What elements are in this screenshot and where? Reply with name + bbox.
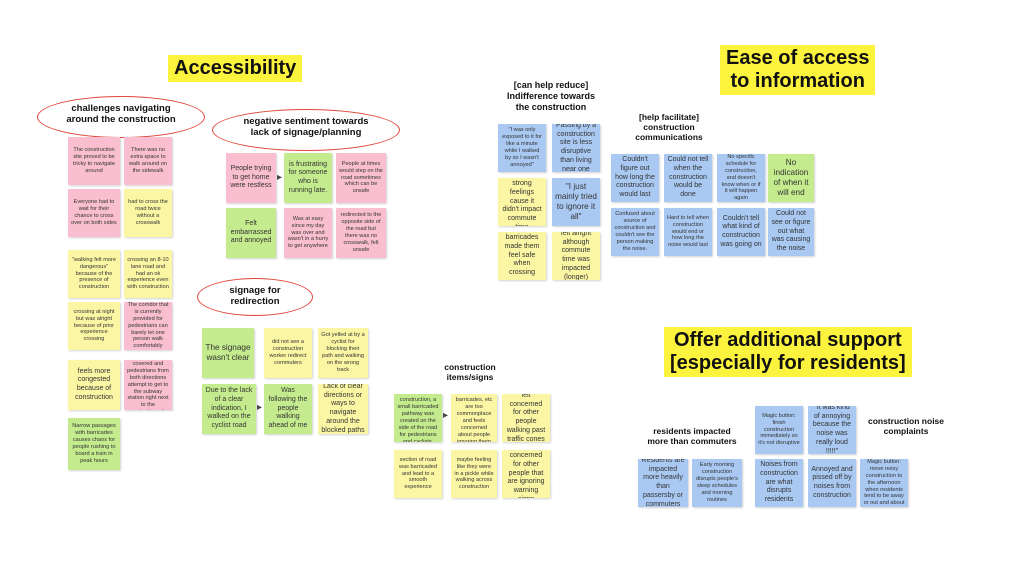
sticky-note: felt alright although commute time was i… <box>552 232 600 280</box>
sticky-note: The construction site proved to be trick… <box>68 137 120 185</box>
sticky-note: Could not tell when the construction wou… <box>664 154 712 202</box>
sticky-note: Hard to tell when construction would end… <box>664 208 712 256</box>
sticky-note: had to cross the road twice without a cr… <box>124 189 172 237</box>
accessibility-title: Accessibility <box>168 55 303 82</box>
sticky-note: Passing by a construction site is less d… <box>552 124 600 172</box>
sticky-note: Couldn't tell what kind of construction … <box>717 208 765 256</box>
construction-items-label: construction items/signs <box>444 362 496 383</box>
sticky-note: Couldn't figure out how long the constru… <box>611 154 659 202</box>
additional-support-title: Offer additional support [especially for… <box>664 327 912 377</box>
residents-impacted-label: residents impacted more than commuters <box>647 426 737 447</box>
negative-sentiment-oval <box>212 109 400 151</box>
sticky-note: have no strong feelings cause it didn't … <box>498 178 546 226</box>
sticky-note: Could not see or figure out what was cau… <box>768 208 814 256</box>
sticky-note: Lack of clear directions or ways to navi… <box>318 384 368 434</box>
sticky-note: The sidewalk is covered and pedestrians … <box>124 360 172 410</box>
sticky-note: maybe feeling like they were in a pickle… <box>451 450 497 498</box>
sticky-note: "I just mainly tried to ignore it all" <box>552 178 600 226</box>
sticky-note: did not see a construction worker redire… <box>264 328 312 378</box>
sticky-note: Magic button: finish construction immedi… <box>755 406 803 454</box>
sticky-note: Due to the lack of a clear indication, I… <box>202 384 256 434</box>
sticky-note: felt concerned for other people that are… <box>502 450 550 498</box>
sticky-note: No specific schedule for construction, a… <box>717 154 765 202</box>
sticky-note: People at times would step on the road s… <box>336 153 386 203</box>
arrow-right-icon: ▸ <box>443 410 449 421</box>
sticky-note: Confused about source of construction an… <box>611 208 659 256</box>
sticky-note: "I was only exposed to it for like a min… <box>498 124 546 172</box>
sticky-note: feels more congested because of construc… <box>68 360 120 410</box>
sticky-note: Was following the people walking ahead o… <box>264 384 312 434</box>
sticky-note: Magic button: move noisy construction to… <box>860 459 908 507</box>
sticky-note: There was no extra space to walk around … <box>124 137 172 185</box>
signage-label: signage for redirection <box>229 285 281 308</box>
sticky-note: crossing an 8-10 lane road and had an ok… <box>124 250 172 298</box>
arrow-right-icon: ▸ <box>277 172 283 183</box>
challenges-label: challenges navigating around the constru… <box>66 103 176 126</box>
sticky-note: The signage wasn't clear <box>202 328 254 378</box>
sticky-note: Everyone had to wait for their chance to… <box>68 189 120 237</box>
sticky-note: Noises from construction are what disrup… <box>755 459 803 507</box>
sticky-note: barricades made them feel safe when cros… <box>498 232 546 280</box>
challenges-oval <box>37 96 205 138</box>
sticky-note: Annoyed and pissed off by noises from co… <box>808 459 856 507</box>
sticky-note: Early morning construction disrupts peop… <box>692 459 742 507</box>
indifference-label: [can help reduce] Indifference towards t… <box>506 80 596 112</box>
noise-complaints-label: construction noise complaints <box>867 416 945 437</box>
sticky-note: Got yelled at by a cyclist for blocking … <box>318 328 368 378</box>
sticky-note: crossing at night but was alright becaus… <box>68 302 120 350</box>
sticky-note: Narrow passages with barricades causes c… <box>68 418 120 470</box>
sticky-note: "walking felt more dangerous" because of… <box>68 250 120 298</box>
sticky-note: felt concerned for other people walking … <box>502 394 550 442</box>
sticky-note: Residents are impacted more heavily than… <box>638 459 688 507</box>
communications-label: [help facilitate] construction communica… <box>635 112 703 143</box>
sticky-note: section of road was barricaded and lead … <box>394 450 442 498</box>
sticky-note: felt that barricades, etc are too common… <box>451 394 497 442</box>
sticky-note: The corridor that is currently provided … <box>124 302 172 350</box>
signage-oval <box>197 278 313 316</box>
sticky-note: Felt embarrassed and annoyed <box>226 208 276 258</box>
sticky-note: No indication of when it will end <box>768 154 814 202</box>
sticky-note: Due to the construction, a small barrica… <box>394 394 442 442</box>
arrow-right-icon: ▸ <box>257 402 263 413</box>
sticky-note: Was at easy since my day was over and wa… <box>284 208 332 258</box>
negative-sentiment-label: negative sentiment towards lack of signa… <box>243 116 369 139</box>
sticky-note: is frustrating for someone who is runnin… <box>284 153 332 203</box>
ease-of-access-title: Ease of access to information <box>720 45 876 95</box>
sticky-note: People trying to get home were restless <box>226 153 276 203</box>
sticky-note: redirected to the opposite side of the r… <box>336 208 386 258</box>
sticky-note: "It was kind of annoying because the noi… <box>808 406 856 454</box>
